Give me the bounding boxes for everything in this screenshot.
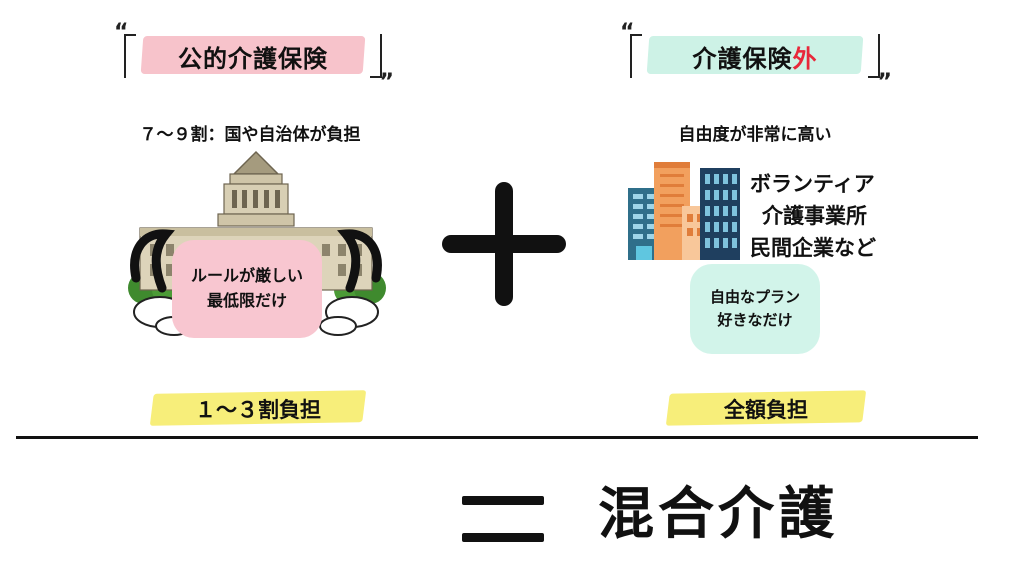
provider-list: ボランティア 介護事業所 民間企業など — [750, 168, 920, 264]
public-insurance-sign: ルールが厳しい 最低限だけ — [172, 240, 322, 338]
provider-item: 介護事業所 — [762, 204, 867, 228]
public-insurance-title: “ ” 公的介護保険 — [114, 20, 394, 95]
mixed-care-label: 混合介護 — [598, 482, 838, 547]
sum-divider-line — [16, 436, 978, 439]
provider-item: ボランティア — [750, 172, 875, 196]
plus-icon — [442, 182, 566, 306]
public-insurance-subtitle: ７～９割：国や自治体が負担 — [139, 125, 361, 145]
equals-icon — [462, 496, 544, 542]
private-insurance-bubble: 自由なプラン 好きなだけ — [690, 264, 820, 354]
public-insurance-sign-line-1: ルールが厳しい — [190, 266, 303, 286]
private-insurance-bubble-line-2: 好きなだけ — [717, 311, 793, 329]
private-insurance-title-text: 介護保険 — [692, 45, 793, 73]
public-insurance-sign-line-2: 最低限だけ — [206, 291, 287, 310]
office-buildings-icon — [628, 162, 740, 260]
private-insurance-bubble-line-1: 自由なプラン — [709, 287, 800, 306]
private-insurance-subtitle: 自由度が非常に高い — [678, 125, 832, 145]
public-cost-text: １～３割負担 — [195, 398, 321, 422]
public-insurance-title-text: 公的介護保険 — [178, 45, 328, 73]
private-insurance-title: “ ” 介護保険外 — [620, 20, 892, 95]
private-insurance-title-accent: 外 — [792, 45, 818, 73]
private-cost-text: 全額負担 — [724, 398, 808, 422]
provider-item: 民間企業など — [750, 236, 876, 260]
